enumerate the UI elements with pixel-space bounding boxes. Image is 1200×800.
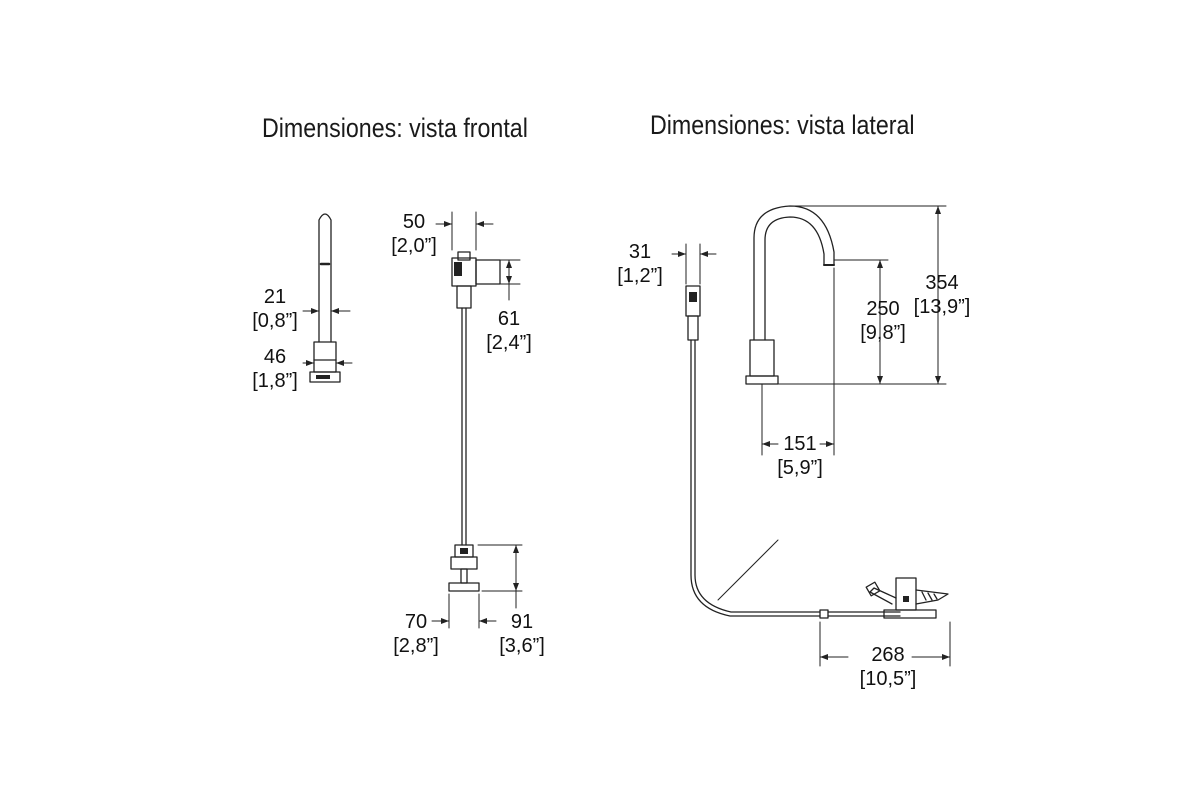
dimension-arrowhead — [311, 308, 319, 314]
dimension-arrowhead — [935, 376, 941, 384]
dimension-arrowhead — [479, 618, 487, 624]
dimension-arrowhead — [678, 251, 686, 257]
dimension-arrowhead — [441, 618, 449, 624]
dim-side-valve-width: 31[1,2”] — [617, 241, 663, 287]
side-faucet — [745, 205, 835, 385]
side-valve-assembly — [685, 285, 949, 619]
dim-front-valve-height: 61[2,4”] — [486, 308, 532, 354]
front-faucet-dims — [302, 310, 353, 364]
dimension-arrowhead — [306, 360, 314, 366]
dim-front-foot-height: 91[3,6”] — [499, 611, 545, 657]
dimension-arrowhead — [877, 376, 883, 384]
front-valve-assembly — [448, 251, 501, 592]
dimension-arrowhead — [820, 654, 828, 660]
side-faucet-dims — [761, 205, 947, 456]
dimension-arrowhead — [877, 260, 883, 268]
dim-side-pedal-length: 268[10,5”] — [859, 644, 917, 690]
dimension-arrowhead — [513, 583, 519, 591]
dimension-arrowhead — [331, 308, 339, 314]
dimension-arrowhead — [506, 260, 512, 268]
dimension-arrows — [306, 206, 950, 660]
dimension-arrowhead — [826, 441, 834, 447]
dimension-arrowhead — [942, 654, 950, 660]
front-view-title: Dimensiones: vista frontal — [262, 113, 528, 143]
dim-front-valve-width: 50[2,0”] — [391, 211, 437, 257]
side-view-title: Dimensiones: vista lateral — [650, 110, 915, 140]
dimension-arrowhead — [762, 441, 770, 447]
dim-side-spout-reach: 151[5,9”] — [777, 433, 823, 479]
dimension-arrowhead — [513, 545, 519, 553]
dimension-arrowhead — [476, 221, 484, 227]
dim-side-spout-height: 250[9,8”] — [860, 298, 906, 344]
dimension-arrowhead — [506, 276, 512, 284]
dimension-arrowhead — [336, 360, 344, 366]
dim-front-base-width: 46[1,8”] — [252, 346, 298, 392]
front-faucet — [309, 213, 341, 383]
dim-front-foot-width: 70[2,8”] — [393, 611, 439, 657]
dimension-arrowhead — [700, 251, 708, 257]
dim-side-total-height: 354[13,9”] — [913, 272, 971, 318]
dimension-arrowhead — [444, 221, 452, 227]
dim-front-spout-width: 21[0,8”] — [252, 286, 298, 332]
dimension-arrowhead — [935, 206, 941, 214]
